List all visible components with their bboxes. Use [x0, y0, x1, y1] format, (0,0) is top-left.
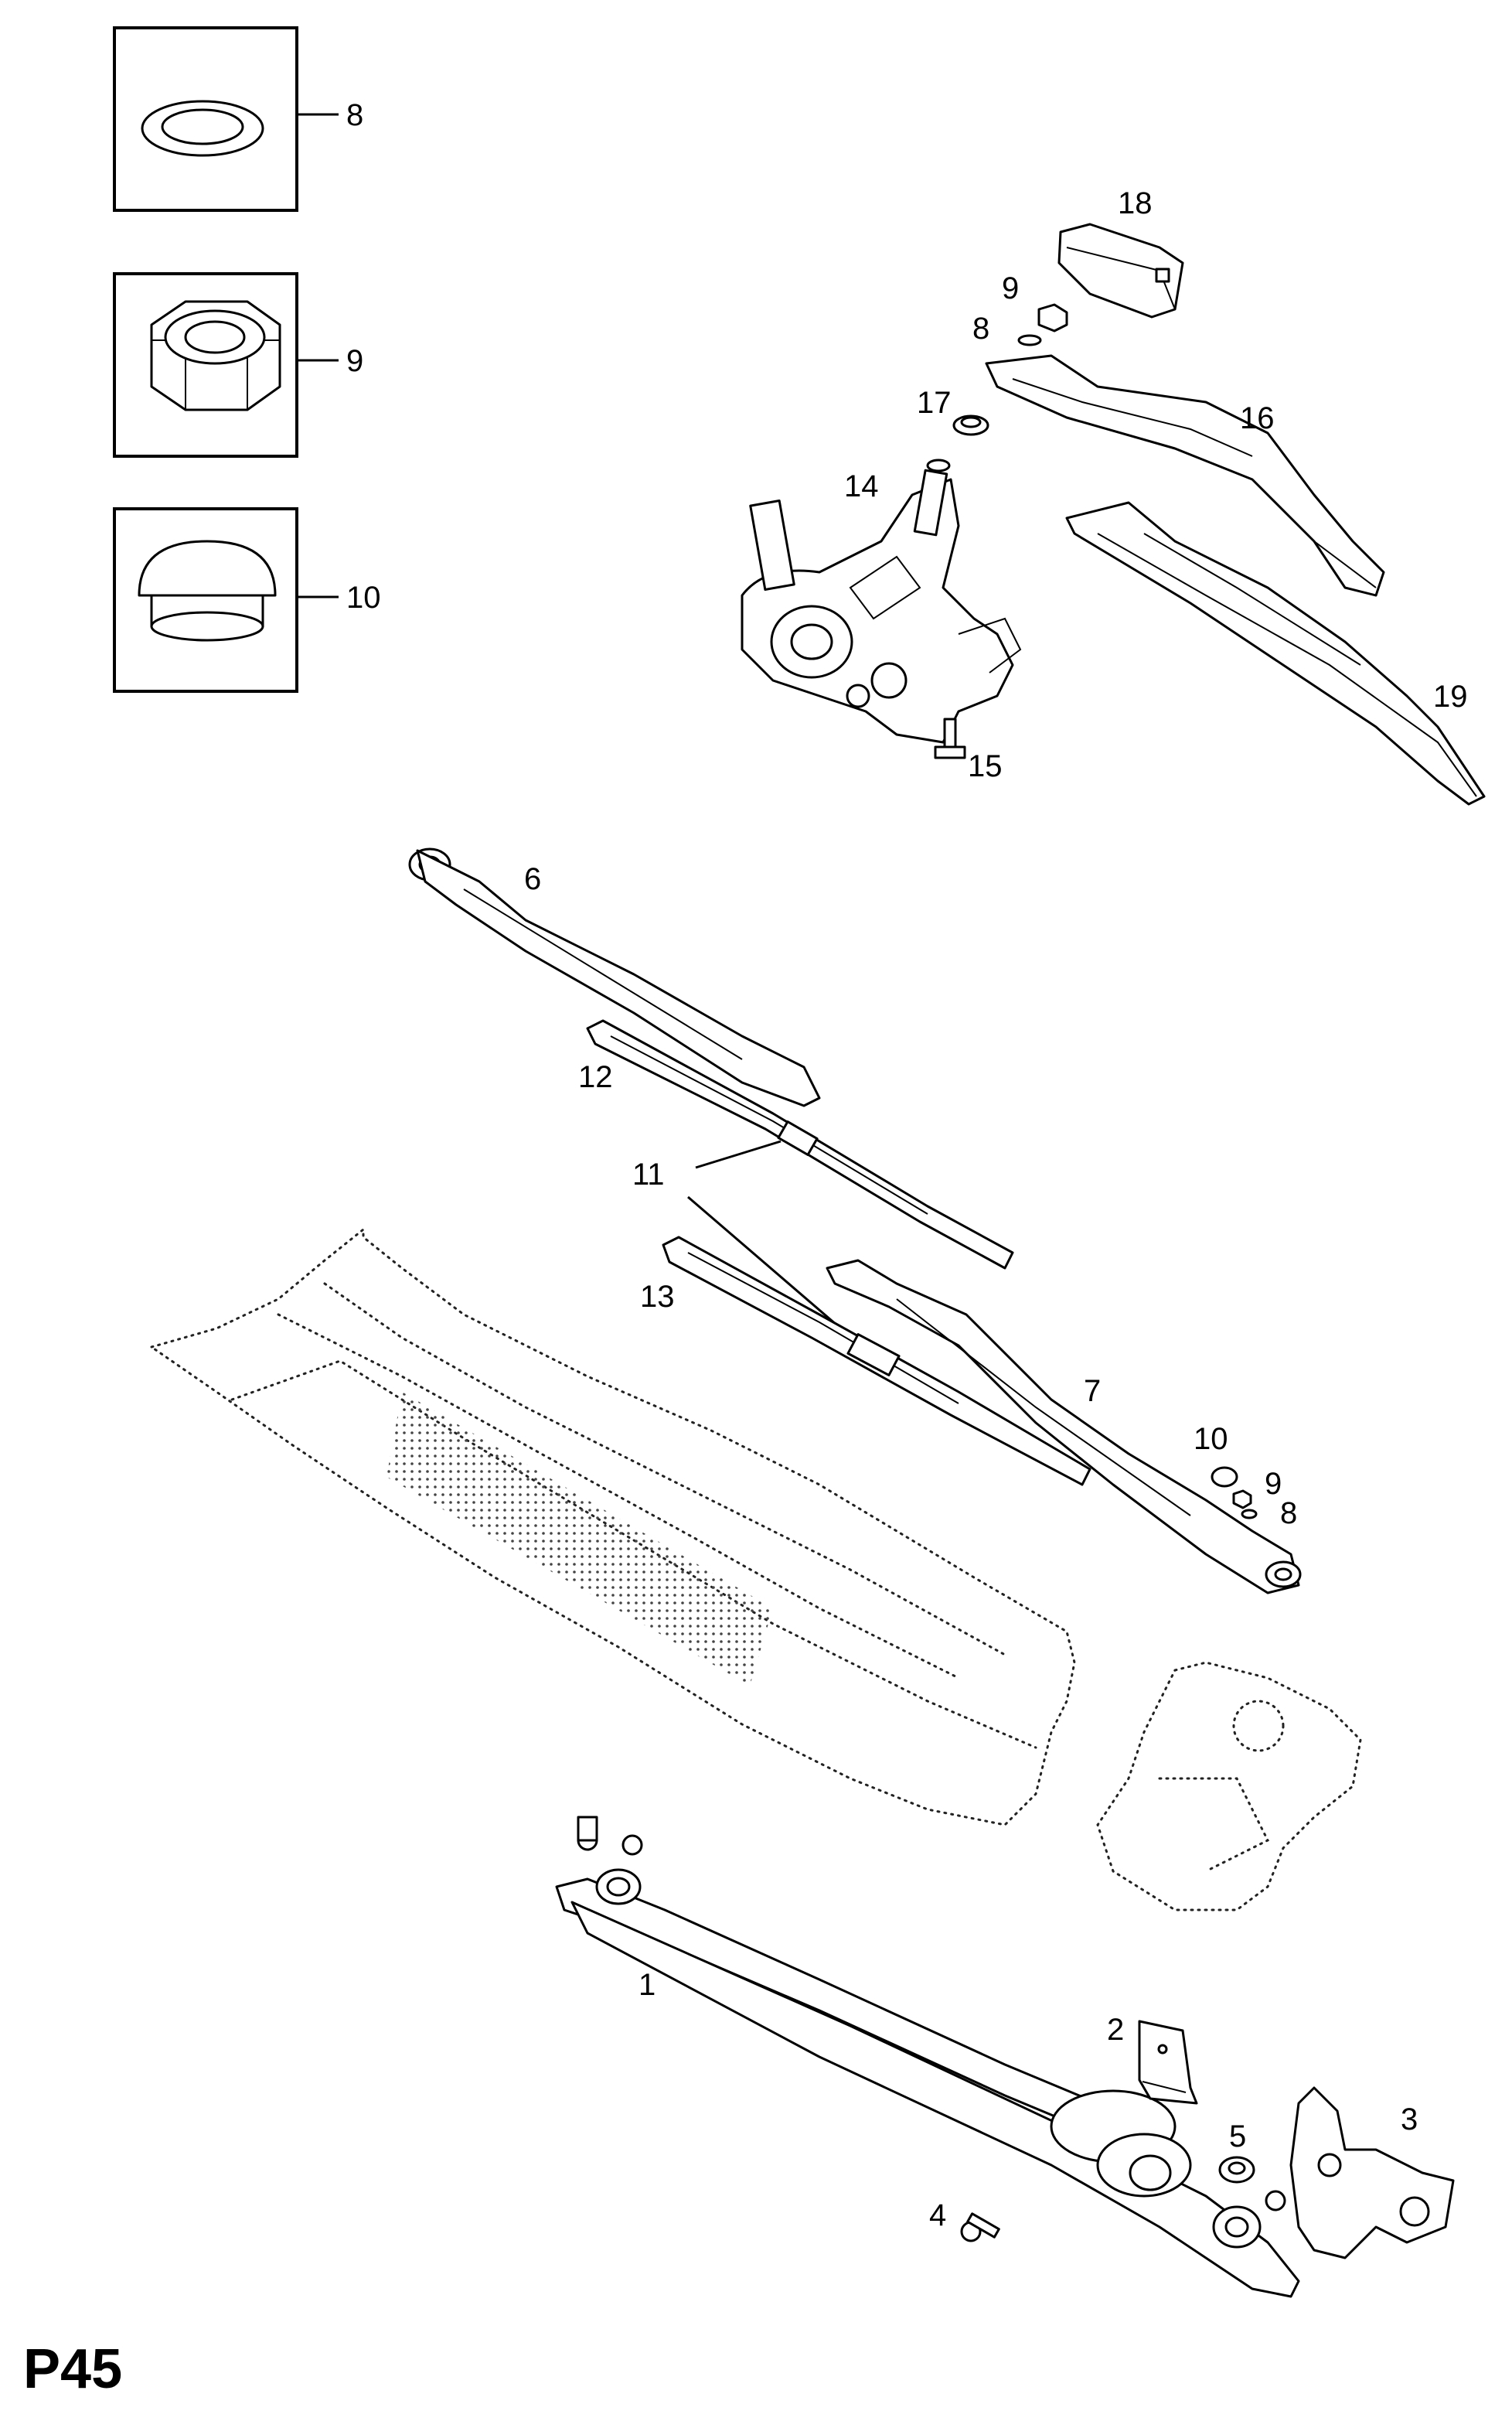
rear-wiper-arm: [985, 354, 1385, 597]
front-cap: [1211, 1466, 1238, 1488]
rear-wiper-stud: [934, 718, 966, 759]
scuttle-panel-outline: [148, 1226, 1076, 1826]
callout-18: 18: [1118, 186, 1153, 220]
callout-1: 1: [639, 1968, 656, 2002]
front-washer: [1241, 1509, 1258, 1519]
rear-wiper-motor: [741, 459, 1022, 744]
callout-9-front: 9: [1265, 1467, 1282, 1501]
callout-3: 3: [1401, 2102, 1418, 2136]
callout-5: 5: [1229, 2119, 1246, 2153]
motor-bracket: [1289, 2086, 1455, 2259]
callout-leader-11-upper: [695, 1140, 782, 1169]
callout-16: 16: [1240, 401, 1275, 435]
callout-17: 17: [917, 386, 952, 420]
callout-2: 2: [1107, 2013, 1124, 2047]
callout-13: 13: [640, 1280, 675, 1314]
bulkhead-bracket-outline: [1096, 1661, 1362, 1911]
legend-box-washer: [113, 26, 339, 212]
callout-12: 12: [578, 1060, 613, 1094]
legend-box-cap: [113, 507, 339, 693]
callout-leader-11-lower: [687, 1195, 843, 1332]
callout-6: 6: [524, 862, 541, 896]
grommet: [1218, 2156, 1255, 2184]
rear-nut: [1037, 303, 1068, 332]
front-wiper-blade-right: [662, 1236, 1091, 1486]
front-nut: [1232, 1489, 1252, 1509]
front-wiper-arm-left: [408, 847, 821, 1107]
rear-wiper-blade: [1065, 501, 1486, 806]
callout-19: 19: [1433, 680, 1468, 714]
callout-7: 7: [1084, 1374, 1101, 1408]
callout-11: 11: [632, 1158, 665, 1192]
bolt: [960, 2212, 1000, 2242]
linkage-bracket: [1138, 2020, 1198, 2105]
front-wiper-arm-right: [826, 1259, 1302, 1594]
callout-4: 4: [929, 2198, 946, 2232]
legend-box-nut: [113, 272, 339, 458]
rear-arm-cap: [1057, 223, 1184, 319]
callout-10-box: 10: [346, 581, 381, 615]
page-code: P45: [23, 2338, 122, 2400]
callout-10-front: 10: [1194, 1422, 1228, 1456]
callout-14: 14: [844, 469, 879, 503]
callout-8-box: 8: [346, 98, 363, 132]
callout-8-front: 8: [1280, 1496, 1297, 1530]
callout-8-rear: 8: [972, 312, 989, 346]
wiper-linkage: [555, 1816, 1319, 2298]
rear-grommet: [952, 414, 989, 436]
callout-9-box: 9: [346, 344, 363, 378]
front-wiper-blade-left: [586, 1019, 1014, 1270]
callout-9-rear: 9: [1002, 271, 1019, 305]
callout-15: 15: [968, 749, 1003, 783]
rear-washer: [1017, 334, 1042, 346]
